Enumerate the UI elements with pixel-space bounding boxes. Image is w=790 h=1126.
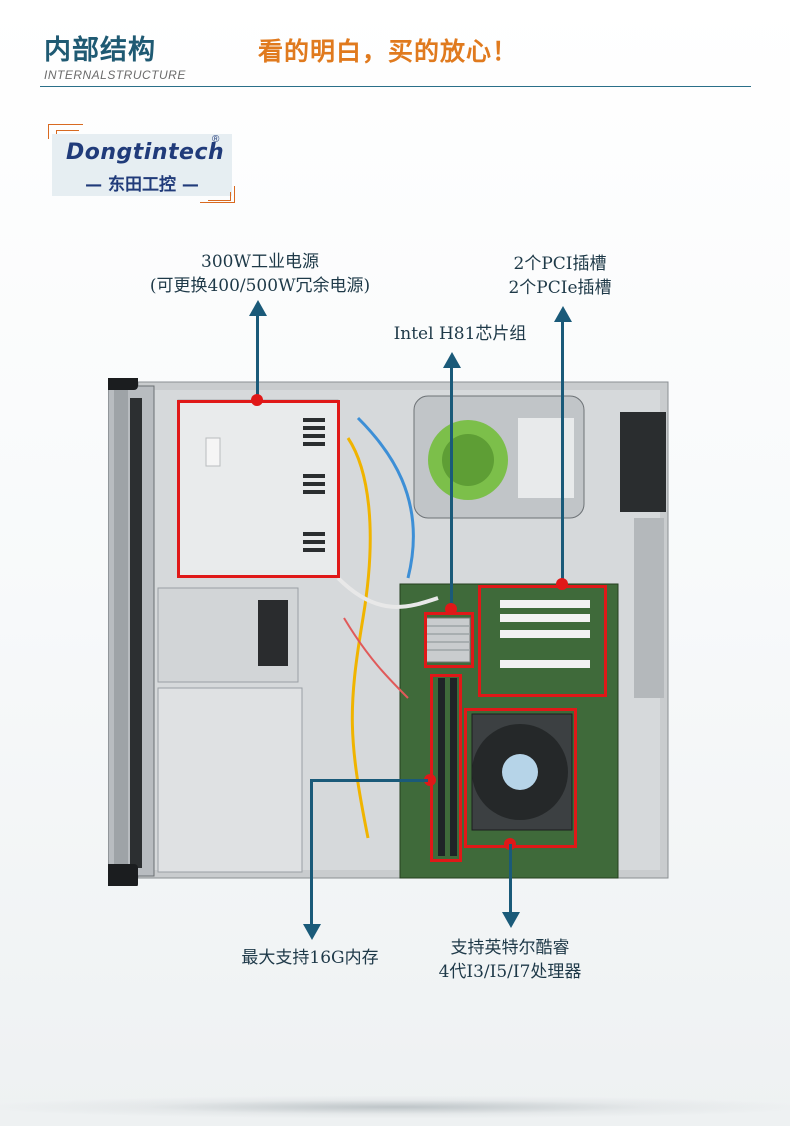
arrow-down-icon: [303, 924, 321, 940]
slogan: 看的明白，买的放心！: [258, 37, 519, 66]
logo-badge: [52, 134, 232, 196]
bottom-shadow: [0, 1096, 790, 1118]
memory-highlight: [430, 674, 462, 862]
memory-callout: 最大支持16G内存: [210, 946, 410, 970]
psu-callout-line2: (可更换400/500W冗余电源): [149, 276, 371, 296]
logo-registered-mark: ®: [212, 134, 220, 145]
arrow-up-icon: [554, 306, 572, 322]
header-divider: [40, 86, 751, 87]
chipset-callout: Intel H81芯片组: [360, 322, 560, 346]
psu-callout-line1: 300W工业电源: [201, 252, 319, 272]
page-subtitle: INTERNALSTRUCTURE: [44, 68, 186, 82]
cpu-leader-line: [509, 844, 512, 916]
psu-leader-line: [256, 314, 259, 400]
memory-marker-dot: [424, 774, 436, 786]
slots-leader-line: [561, 320, 564, 582]
cpu-callout-line1: 支持英特尔酷睿: [450, 938, 570, 958]
psu-marker-dot: [251, 394, 263, 406]
fan-icon: [620, 412, 666, 512]
logo-brand-en: Dongtintech: [66, 140, 225, 165]
arrow-down-icon: [502, 912, 520, 928]
cpu-callout-line2: 4代I3/I5/I7处理器: [438, 962, 582, 982]
fan-icon: [502, 754, 538, 790]
page-title: 内部结构: [44, 35, 156, 66]
memory-callout-line1: 最大支持16G内存: [241, 948, 379, 968]
slots-callout-line2: 2个PCIe插槽: [508, 278, 612, 298]
chipset-callout-line1: Intel H81芯片组: [393, 324, 527, 344]
slots-callout: 2个PCI插槽 2个PCIe插槽: [480, 252, 640, 300]
cpu-callout: 支持英特尔酷睿 4代I3/I5/I7处理器: [400, 936, 620, 984]
logo-corner-decoration: [200, 186, 235, 203]
slots-marker-dot: [556, 578, 568, 590]
cpu-highlight: [464, 708, 577, 848]
chipset-highlight: [424, 612, 474, 668]
logo-corner-decoration: [208, 192, 231, 201]
logo-brand-cn: — 东田工控 —: [85, 175, 199, 195]
logo-corner-decoration: [48, 124, 83, 139]
memory-leader-line: [310, 779, 313, 927]
slots-callout-line1: 2个PCI插槽: [513, 254, 607, 274]
psu-callout: 300W工业电源 (可更换400/500W冗余电源): [100, 250, 420, 298]
arrow-up-icon: [249, 300, 267, 316]
memory-leader-horizontal: [310, 779, 428, 782]
pci-slots-highlight: [478, 585, 607, 697]
arrow-up-icon: [443, 352, 461, 368]
chipset-marker-dot: [445, 603, 457, 615]
psu-highlight: [177, 400, 340, 578]
chipset-leader-line: [450, 366, 453, 606]
